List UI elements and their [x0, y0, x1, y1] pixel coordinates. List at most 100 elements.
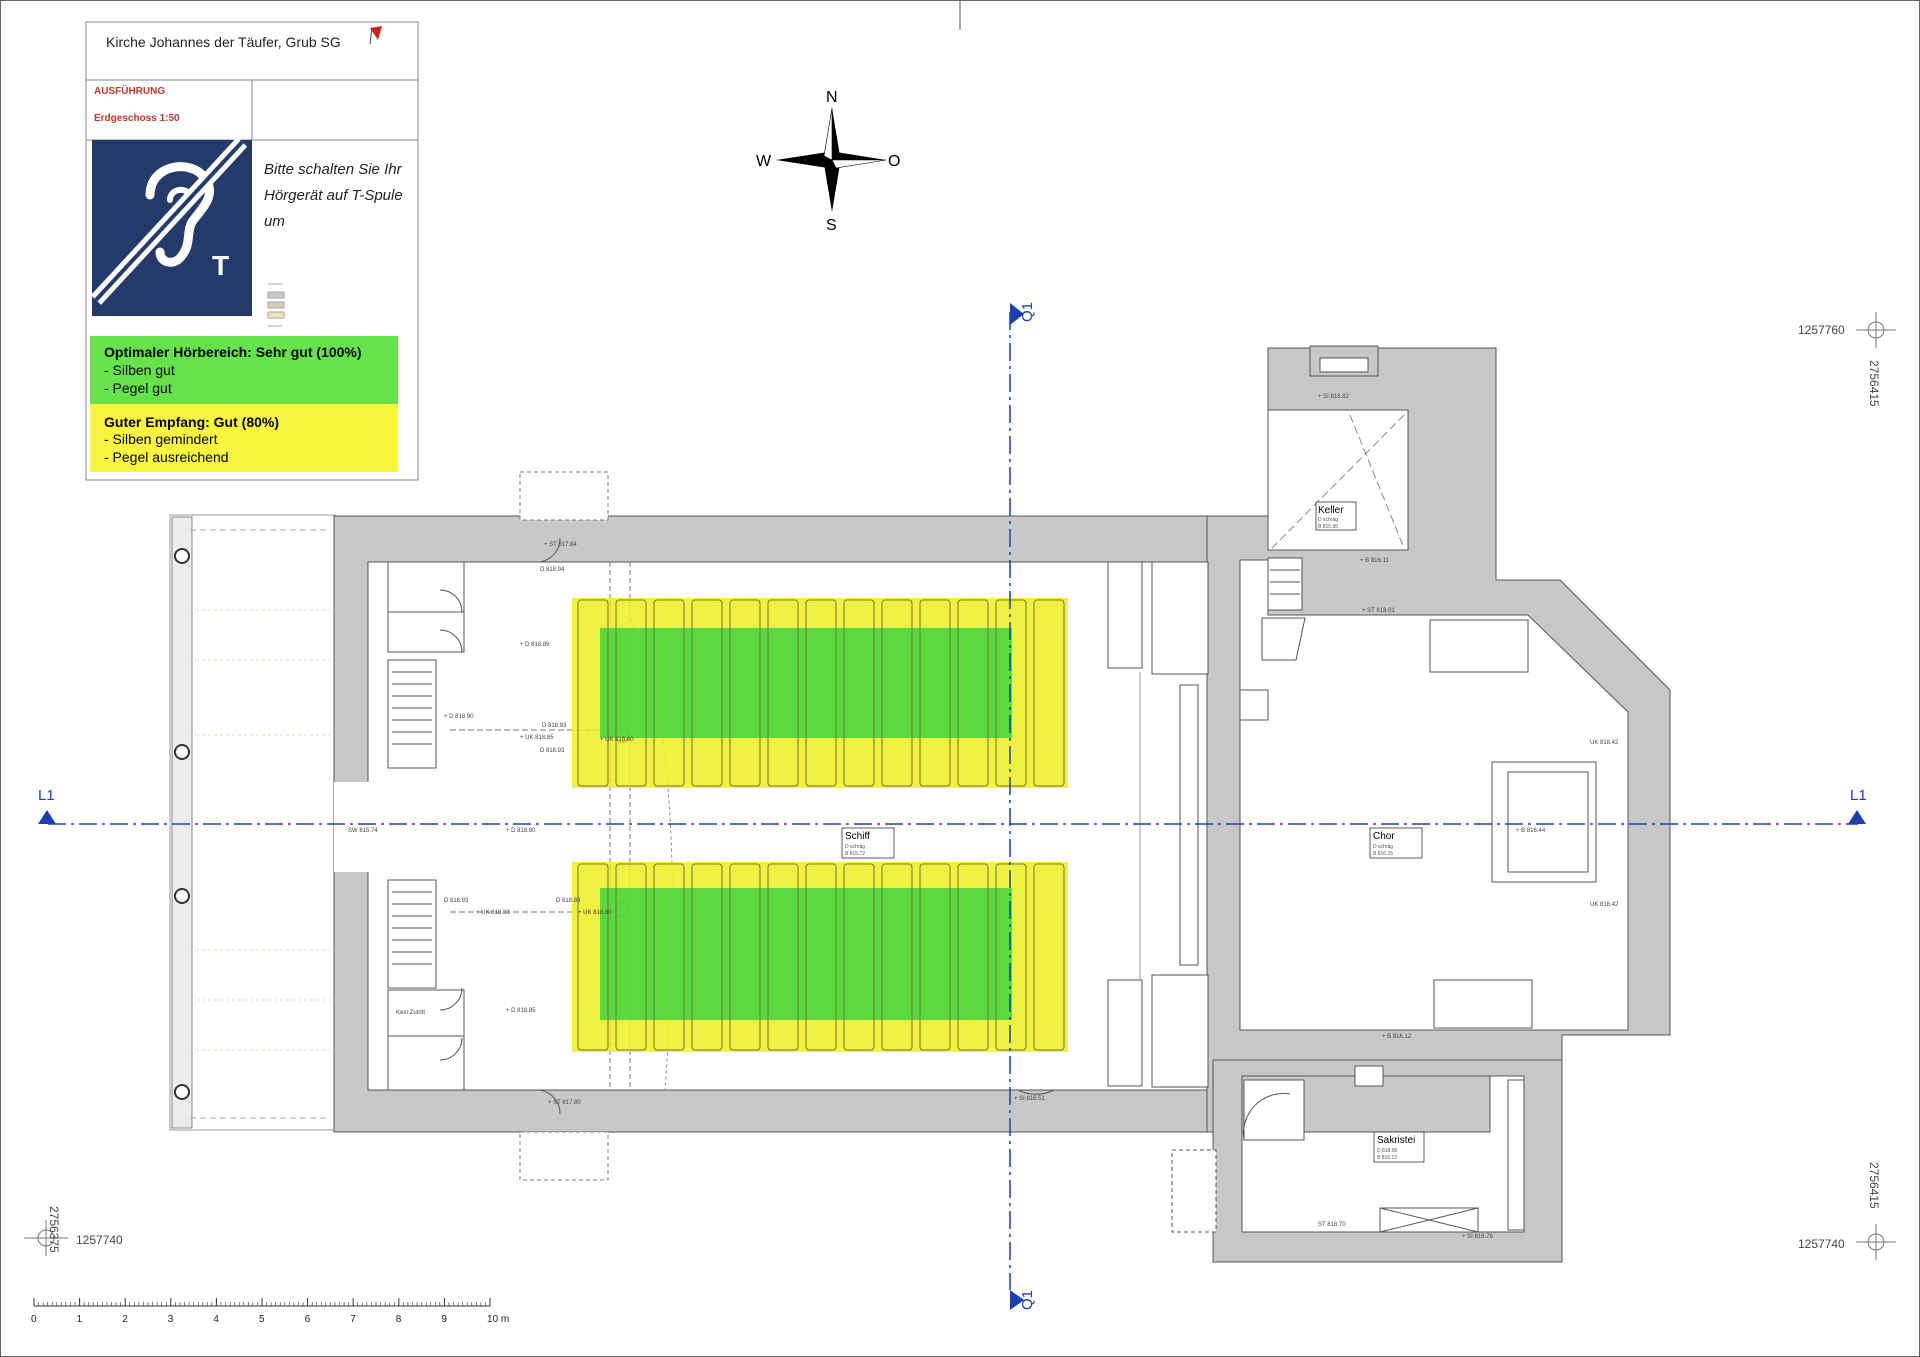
scale-bar-label: 8	[396, 1314, 402, 1325]
room-label-chor: Chor D schräg B 816.15	[1369, 827, 1423, 859]
svg-text:B 815.95: B 815.95	[1318, 524, 1338, 530]
axis-label-q1-bottom: Q1	[1019, 1290, 1036, 1310]
elevation-label: + SI 816.76	[1462, 1234, 1494, 1240]
legend-optimal: Optimaler Hörbereich: Sehr gut (100%) - …	[90, 336, 398, 404]
choir-interior	[1239, 414, 1597, 1087]
pews	[577, 599, 1065, 1051]
svg-text:B 816.15: B 816.15	[1373, 851, 1393, 857]
walls	[333, 345, 1671, 1263]
pew	[805, 599, 837, 787]
elevation-label: + B 816.44	[1516, 828, 1546, 834]
pew	[957, 863, 989, 1051]
pew	[767, 863, 799, 1051]
elevation-label: SW 815.74	[348, 828, 378, 834]
elevation-label: + D 818.85	[506, 1008, 536, 1014]
west-porch	[169, 514, 336, 1131]
scale-bar-label: 1	[77, 1314, 83, 1325]
scale-bar-label: 2	[122, 1314, 128, 1325]
elevation-label: + SI 816.51	[1014, 1096, 1046, 1102]
pew	[995, 599, 1027, 787]
svg-text:- Silben gemindert: - Silben gemindert	[104, 431, 218, 447]
svg-text:Guter Empfang: Gut (80%): Guter Empfang: Gut (80%)	[104, 414, 279, 430]
svg-text:Chor: Chor	[1373, 831, 1395, 842]
scale-bar-label: 4	[213, 1314, 219, 1325]
column	[174, 548, 190, 564]
column	[174, 744, 190, 760]
pew	[615, 599, 647, 787]
pew	[767, 599, 799, 787]
svg-text:D 818.90: D 818.90	[1377, 1148, 1398, 1154]
elevation-label: + D 818.80	[506, 828, 536, 834]
pew	[881, 599, 913, 787]
room-label-sakristei: Sakristei D 818.90 B 816.12	[1373, 1131, 1425, 1163]
room-label-kein-zutritt: Kein Zutritt	[396, 1010, 425, 1016]
pew	[843, 863, 875, 1051]
drawing-label: Erdgeschoss 1:50	[94, 113, 180, 124]
elevation-label: ST 818.70	[1318, 1222, 1346, 1228]
scale-bar-label: 7	[350, 1314, 356, 1325]
elevation-label: + B 816.11	[1360, 558, 1389, 564]
pew	[653, 599, 685, 787]
elevation-label: UK 818.42	[1590, 740, 1619, 746]
pew	[919, 863, 951, 1051]
svg-text:- Silben gut: - Silben gut	[104, 362, 175, 378]
compass-o: O	[888, 153, 900, 170]
coord-bottom-left-x: 2756375	[47, 1206, 61, 1253]
svg-text:- Pegel ausreichend: - Pegel ausreichend	[104, 449, 229, 465]
compass-rose	[776, 107, 887, 212]
scale-bar-label: 5	[259, 1314, 265, 1325]
coord-top-right-y: 1257760	[1798, 323, 1845, 337]
scale-bar-label: 10 m	[487, 1314, 509, 1325]
compass-s: S	[826, 217, 837, 234]
elevation-label: + D 818.90	[444, 714, 474, 720]
elevation-label: D 818.93	[444, 898, 469, 904]
compass-w: W	[756, 153, 772, 170]
elevation-label: + UK 818.80	[600, 737, 634, 743]
svg-text:B 816.12: B 816.12	[1377, 1155, 1397, 1161]
hearing-loop-icon: T	[90, 137, 252, 316]
elevation-label: D 818.93	[542, 723, 567, 729]
legend-good: Guter Empfang: Gut (80%) - Silben gemind…	[90, 404, 398, 472]
hearing-sign-text: Bitte schalten Sie Ihr Hörgerät auf T-Sp…	[264, 161, 407, 230]
room-label-keller: Keller D schräg B 815.95	[1315, 501, 1357, 531]
coord-top-right-x: 2756415	[1867, 360, 1881, 407]
coord-markers	[24, 312, 1896, 1260]
elevation-label: + UK 818.85	[520, 735, 554, 741]
svg-text:- Pegel gut: - Pegel gut	[104, 380, 172, 396]
phase-label: AUSFÜHRUNG	[94, 84, 165, 97]
column	[174, 888, 190, 904]
pew	[729, 599, 761, 787]
elevation-label: + ST 817.80	[548, 1100, 581, 1106]
elevation-label: UK 818.42	[1590, 902, 1619, 908]
pew	[615, 863, 647, 1051]
svg-text:D schräg: D schräg	[845, 844, 865, 850]
pew	[653, 863, 685, 1051]
elevation-label: + D 818.89	[520, 642, 550, 648]
compass-n: N	[826, 89, 838, 106]
project-title: Kirche Johannes der Täufer, Grub SG	[106, 34, 341, 50]
elevation-label: + UK 818.83	[476, 910, 510, 916]
sakristei-interior	[1171, 1079, 1525, 1233]
pew	[691, 599, 723, 787]
pew	[995, 863, 1027, 1051]
elevation-label: + ST 818.01	[1362, 608, 1395, 614]
pew	[881, 863, 913, 1051]
svg-text:T: T	[212, 250, 229, 281]
svg-text:Schiff: Schiff	[845, 831, 870, 842]
svg-text:D schräg: D schräg	[1373, 844, 1393, 850]
pew	[919, 599, 951, 787]
coord-bottom-left-y: 1257740	[76, 1233, 123, 1247]
pew	[1033, 863, 1065, 1051]
svg-text:B 815.72: B 815.72	[845, 851, 865, 857]
logo-mark	[370, 26, 382, 40]
elevation-label: D 818.88	[556, 898, 581, 904]
pew	[691, 863, 723, 1051]
pew	[843, 599, 875, 787]
elevation-label: + SI 818.82	[1318, 394, 1350, 400]
scale-bar-label: 6	[305, 1314, 311, 1325]
pew	[729, 863, 761, 1051]
coord-bottom-right-y: 1257740	[1798, 1237, 1845, 1251]
elevation-labels: + ST 817.84D 818.94+ D 818.89+ D 818.90D…	[348, 394, 1619, 1240]
